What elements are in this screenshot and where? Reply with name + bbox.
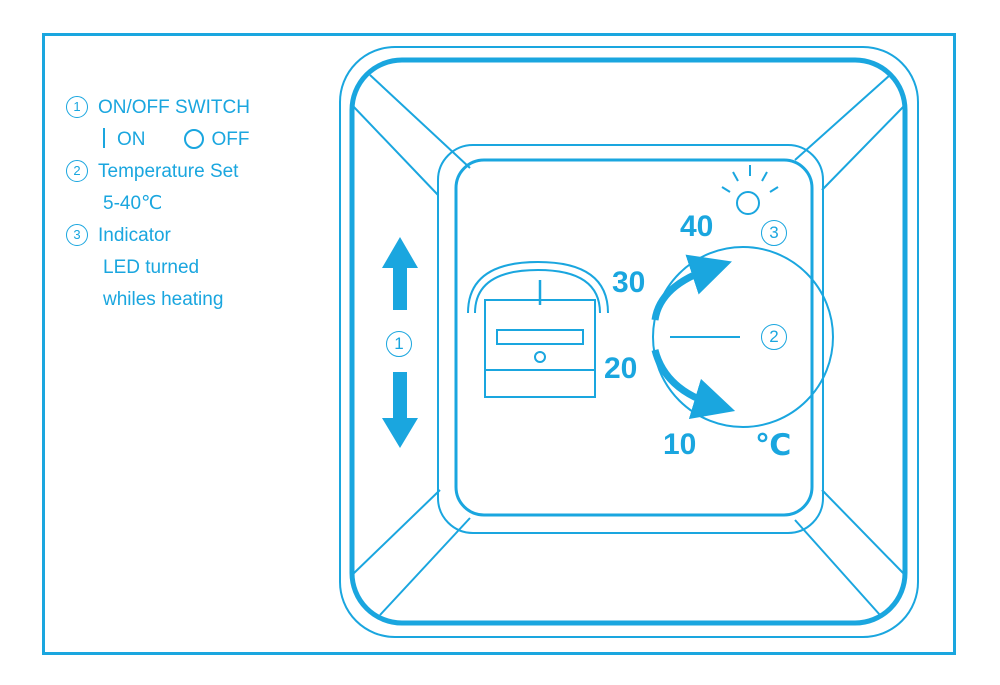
legend-temperature-title: Temperature Set [98,161,239,182]
scale-30-label: 30 [612,266,646,299]
callout-number: 2 [66,160,88,182]
callout-knob: 2 [761,324,787,350]
bevel-line [794,74,891,161]
off-symbol-icon [183,129,204,149]
arrow-down-icon [651,349,736,420]
legend-temperature-range: 5-40℃ [103,193,163,214]
inner-panel [454,158,814,517]
legend: 1 ON/OFF SWITCH ON OFF 2 Temperature Set 5-… [66,92,250,316]
scale-40-label: 40 [680,210,714,243]
inner-panel-outer [437,144,824,534]
legend-indicator-line1: LED turned [103,257,200,278]
off-label: OFF [211,129,250,150]
arrow-up-icon [651,254,732,321]
down-arrow-icon [382,372,418,448]
bevel-line [369,74,471,169]
housing-outer-edge [339,46,919,638]
bevel-line [351,489,441,576]
switch-hood-inner [474,268,601,314]
unit-label: ℃ [755,429,792,462]
callout-number: 3 [66,224,88,246]
rocker-switch[interactable] [484,299,596,398]
switch-direction-arrows [382,237,418,448]
callout-switch: 1 [386,331,412,357]
bevel-line [379,517,471,616]
bevel-line [821,489,906,576]
led-ray-icon [732,171,739,182]
on-label: ON [117,129,146,150]
temperature-knob[interactable] [652,246,834,428]
diagram-frame [42,33,956,655]
housing-bezel [349,57,908,626]
bevel-line [821,104,906,191]
led-ray-icon [721,186,731,193]
on-symbol-icon [103,128,105,148]
up-arrow-icon [382,237,418,310]
led-ray-icon [769,186,779,193]
bevel-line [794,519,881,616]
legend-switch-states: ON OFF [66,124,250,156]
legend-item-indicator: 3 Indicator [66,220,250,252]
legend-item-switch: 1 ON/OFF SWITCH [66,92,250,124]
switch-off-mark-icon [534,351,546,363]
legend-indicator-line2: whiles heating [103,289,224,310]
callout-number: 1 [66,96,88,118]
scale-10-label: 10 [663,428,697,461]
switch-hood [467,260,609,314]
legend-item-temperature: 2 Temperature Set [66,156,250,188]
legend-indicator-title: Indicator [98,225,171,246]
bevel-line [351,104,439,196]
legend-switch-title: ON/OFF SWITCH [98,97,250,118]
scale-20-label: 20 [604,352,638,385]
led-ray-icon [761,171,768,182]
led-indicator-icon [736,191,760,215]
switch-slot [496,329,584,345]
callout-led: 3 [761,220,787,246]
